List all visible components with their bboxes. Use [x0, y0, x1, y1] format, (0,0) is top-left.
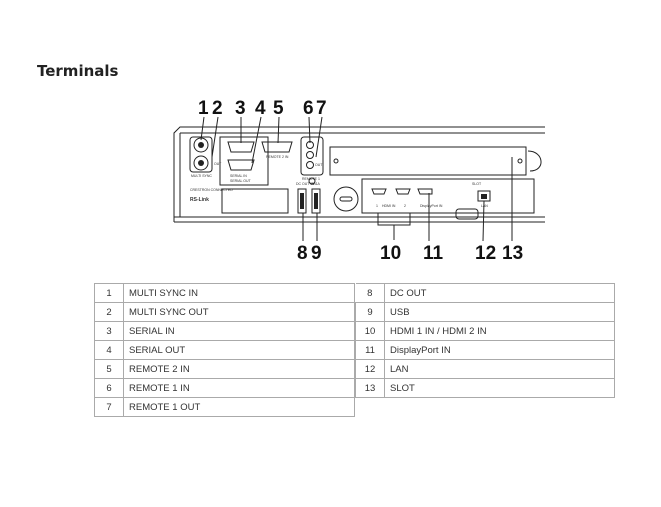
terminal-number: 7	[94, 397, 124, 417]
remote-2-in-connector: REMOTE 2 IN	[261, 141, 293, 159]
callout-9: 9	[311, 243, 322, 264]
terminal-label: SERIAL OUT	[123, 340, 355, 360]
label-displayport: DisplayPort IN	[420, 204, 443, 208]
terminal-label: MULTI SYNC OUT	[123, 302, 355, 322]
terminal-number: 4	[94, 340, 124, 360]
usb-ports: DC OUT 5V 1A 5V	[296, 182, 321, 214]
callout-13: 13	[502, 243, 523, 264]
callout-11: 11	[423, 243, 444, 264]
terminal-label: MULTI SYNC IN	[123, 283, 355, 303]
terminal-label: SERIAL IN	[123, 321, 355, 341]
callout-8: 8	[297, 243, 308, 264]
terminal-number: 9	[355, 302, 385, 322]
terminal-number: 1	[94, 283, 124, 303]
terminal-number: 12	[355, 359, 385, 379]
terminal-label: HDMI 1 IN / HDMI 2 IN	[384, 321, 615, 341]
callout-1: 1	[198, 98, 209, 119]
callout-4: 4	[255, 98, 266, 119]
callout-12: 12	[475, 243, 496, 264]
label-serial-out: SERIAL OUT	[230, 179, 252, 183]
label-hdmi-2: 2	[404, 204, 406, 208]
label-rs-link: RS-Link	[190, 197, 209, 203]
terminal-number: 13	[355, 378, 385, 398]
callout-3: 3	[235, 98, 246, 119]
terminal-number: 11	[355, 340, 385, 360]
label-remote-1: REMOTE 1	[302, 177, 320, 181]
label-crestron: CRESTRON CONNECTED	[190, 188, 233, 192]
serial-connectors: SERIAL IN SERIAL OUT	[219, 136, 269, 186]
callout-6: 6	[303, 98, 314, 119]
label-hdmi-in: HDMI IN	[382, 204, 396, 208]
terminal-number: 3	[94, 321, 124, 341]
terminal-number: 10	[355, 321, 385, 341]
label-lan: LAN	[481, 204, 488, 208]
label-out-1: OUT	[214, 162, 222, 166]
label-out-2: OUT	[315, 163, 323, 167]
label-serial: SERIAL IN	[230, 174, 247, 178]
leader-lines	[200, 116, 513, 242]
page-title: Terminals	[37, 62, 119, 80]
callout-7: 7	[316, 98, 327, 119]
label-dc-out: DC OUT 5V 1A	[296, 182, 321, 186]
terminal-label: REMOTE 1 OUT	[123, 397, 355, 417]
terminal-number: 8	[355, 283, 385, 303]
terminal-label: LAN	[384, 359, 615, 379]
label-usb: 5V	[312, 182, 317, 186]
io-panel: HDMI IN 1 2 DisplayPort IN LAN SLOT	[361, 178, 535, 220]
rs-link-area: CRESTRON CONNECTED RS-Link	[190, 188, 289, 214]
multi-sync-connectors: MULTI SYNC OUT	[189, 136, 222, 178]
terminal-number: 6	[94, 378, 124, 398]
terminals-diagram: 1 2 3 4 5 6 7 8 9 10 11 12 13 MULTI SYNC…	[150, 95, 550, 265]
terminal-label: REMOTE 1 IN	[123, 378, 355, 398]
callout-5: 5	[273, 98, 284, 119]
terminal-label: USB	[384, 302, 615, 322]
slot-cover	[329, 146, 527, 176]
remote-1-jacks: REMOTE 1 OUT	[300, 136, 324, 185]
label-hdmi-1: 1	[376, 204, 378, 208]
label-multi-sync: MULTI SYNC	[191, 174, 212, 178]
terminal-label: SLOT	[384, 378, 615, 398]
terminal-label: DC OUT	[384, 283, 615, 303]
callout-10: 10	[380, 243, 401, 264]
label-remote-2-in: REMOTE 2 IN	[266, 155, 289, 159]
label-slot: SLOT	[472, 182, 482, 186]
terminal-label: REMOTE 2 IN	[123, 359, 355, 379]
terminal-label: DisplayPort IN	[384, 340, 615, 360]
terminal-number: 2	[94, 302, 124, 322]
callout-2: 2	[212, 98, 223, 119]
terminal-number: 5	[94, 359, 124, 379]
round-knob	[333, 186, 359, 212]
